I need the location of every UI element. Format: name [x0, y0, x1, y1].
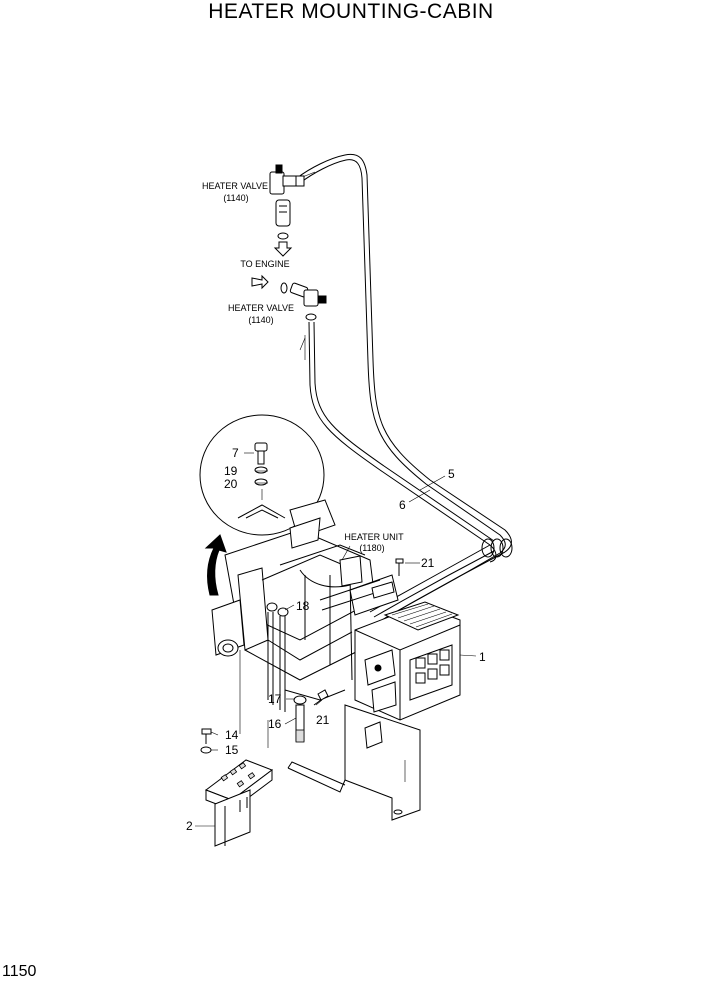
- to-engine-label: TO ENGINE: [240, 259, 289, 269]
- curved-arrow: [204, 534, 227, 596]
- leader-lines: [195, 337, 477, 827]
- callout-2: 2: [186, 819, 193, 833]
- callout-21-top: 21: [421, 556, 435, 570]
- heater-valve-top-code: (1140): [223, 193, 248, 203]
- page-title: HEATER MOUNTING-CABIN: [208, 0, 494, 23]
- callout-15: 15: [225, 743, 239, 757]
- callout-5: 5: [448, 467, 455, 481]
- control-panel-2: [204, 759, 274, 847]
- callout-19: 19: [224, 464, 238, 478]
- callout-14: 14: [225, 728, 239, 742]
- page-number: 1150: [2, 963, 37, 980]
- callout-7: 7: [232, 446, 239, 460]
- callout-21-bottom: 21: [316, 713, 330, 727]
- callout-17: 17: [268, 692, 282, 706]
- heater-unit: [211, 499, 461, 721]
- drain-hose-16: [293, 695, 307, 743]
- heater-unit-label: HEATER UNIT: [344, 532, 404, 542]
- callout-1: 1: [479, 650, 486, 664]
- mounting-bracket: [287, 704, 421, 821]
- heater-valve-top-label: HEATER VALVE: [202, 181, 268, 191]
- screw-21: [313, 558, 404, 706]
- callout-6: 6: [399, 498, 406, 512]
- heater-unit-code: (1180): [359, 543, 384, 553]
- callout-20: 20: [224, 477, 238, 491]
- screw-14-15: [200, 728, 212, 754]
- heater-valve-bottom-label: HEATER VALVE: [228, 303, 294, 313]
- hose-assembly: [296, 153, 513, 622]
- callout-16: 16: [268, 717, 282, 731]
- heater-valve-bottom: [251, 274, 327, 321]
- heater-valve-bottom-code: (1140): [248, 315, 273, 325]
- callout-18: 18: [296, 599, 310, 613]
- heater-valve-top: [269, 164, 305, 257]
- detail-callout-circle: [199, 414, 325, 536]
